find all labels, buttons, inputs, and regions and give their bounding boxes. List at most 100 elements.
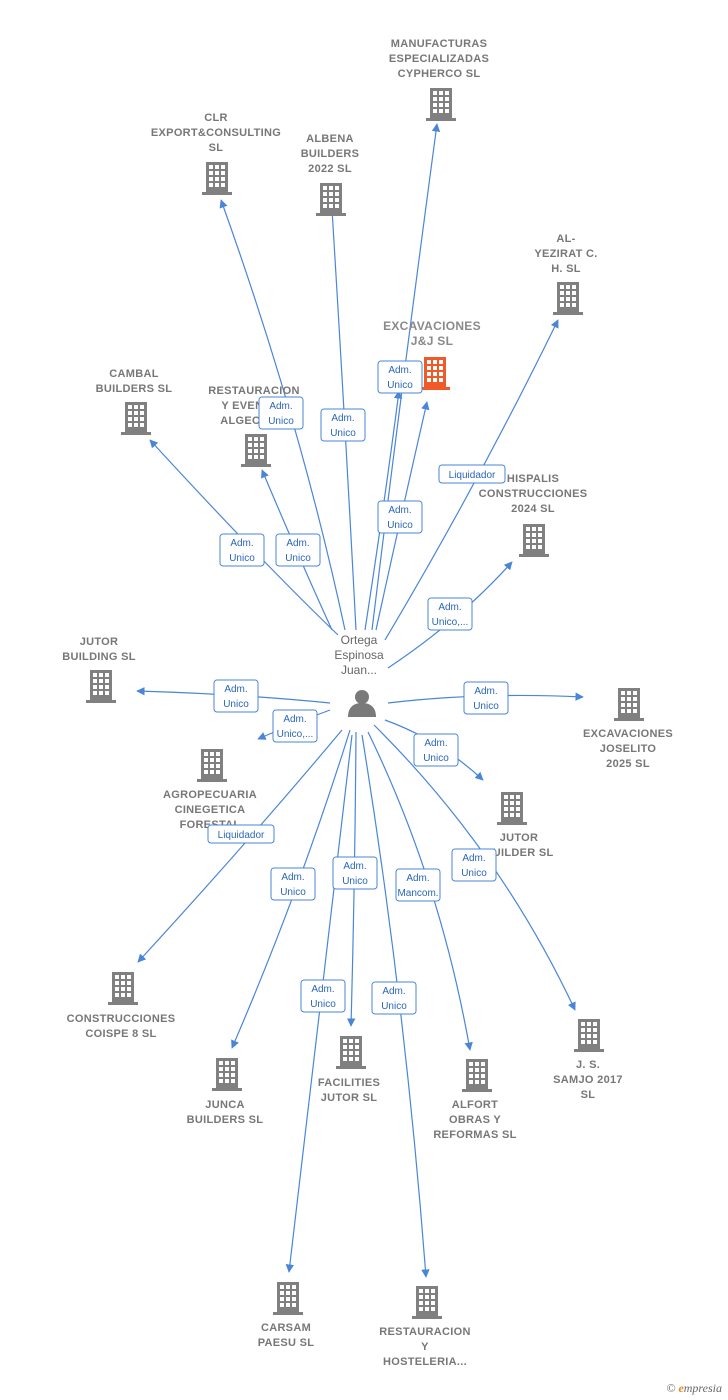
company-manufacturas[interactable]: MANUFACTURAS ESPECIALIZADAS CYPHERCO SL xyxy=(389,38,489,121)
role-badge-junca[interactable]: Adm.Unico xyxy=(270,867,316,901)
role-badge-jutor-builder[interactable]: Adm.Unico xyxy=(413,733,459,767)
role-text: Adm. xyxy=(474,686,497,697)
building-icon[interactable] xyxy=(212,1058,242,1091)
role-text: Unico xyxy=(223,699,249,710)
company-label: JUTOR SL xyxy=(321,1092,378,1104)
building-icon[interactable] xyxy=(614,688,644,721)
role-badge-carsam[interactable]: Adm.Unico xyxy=(300,979,346,1013)
role-text: Adm. xyxy=(388,505,411,516)
building-icon[interactable] xyxy=(426,88,456,121)
role-text: Unico xyxy=(310,999,336,1010)
building-icon[interactable] xyxy=(197,749,227,782)
company-label: BUILDING SL xyxy=(62,651,136,663)
company-junca[interactable]: JUNCA BUILDERS SL xyxy=(187,1058,264,1126)
building-icon[interactable] xyxy=(273,1282,303,1315)
role-badge-alfort[interactable]: Adm.Mancom. xyxy=(395,868,441,902)
company-label: H. SL xyxy=(551,263,581,275)
brand-rest: mpresia xyxy=(683,1381,722,1395)
role-badge-coispe[interactable]: Liquidador xyxy=(207,824,275,844)
building-icon[interactable] xyxy=(108,972,138,1005)
building-icon[interactable] xyxy=(420,357,450,390)
role-badge-samjo[interactable]: Adm.Unico xyxy=(451,848,497,882)
role-badge-box xyxy=(427,597,473,631)
company-alyezirat[interactable]: AL-YEZIRAT C.H. SL xyxy=(534,233,597,315)
company-label: JUTOR xyxy=(80,636,119,648)
company-label: CLR xyxy=(204,112,228,124)
company-label: SL xyxy=(581,1089,596,1101)
role-badge-hispalis[interactable]: Adm.Unico,... xyxy=(427,597,473,631)
role-badge-alyezirat[interactable]: Liquidador xyxy=(438,464,506,484)
role-badge-excavaciones-jj[interactable]: Adm.Unico xyxy=(377,500,423,534)
role-badge-excavaciones-joselito[interactable]: Adm.Unico xyxy=(463,681,509,715)
role-badge-box xyxy=(207,824,275,844)
company-label: REFORMAS SL xyxy=(433,1129,516,1141)
company-jutor-building[interactable]: JUTOR BUILDING SL xyxy=(62,636,136,703)
person-icon[interactable] xyxy=(348,690,376,717)
role-badge-facilities[interactable]: Adm.Unico xyxy=(332,856,378,890)
role-text: Liquidador xyxy=(449,470,496,481)
company-label: JUTOR xyxy=(500,832,539,844)
role-text: Liquidador xyxy=(218,830,265,841)
company-label: BUILDERS SL xyxy=(187,1114,264,1126)
role-badge-cambal[interactable]: Adm.Unico xyxy=(219,533,265,567)
role-text: Unico xyxy=(280,887,306,898)
building-icon[interactable] xyxy=(519,524,549,557)
company-label: SAMJO 2017 xyxy=(553,1074,623,1086)
company-label: BUILDERS xyxy=(301,148,360,160)
building-icon[interactable] xyxy=(202,162,232,195)
building-icon[interactable] xyxy=(336,1036,366,1069)
role-badge-clr[interactable]: Adm.Unico xyxy=(258,396,304,430)
company-label: YEZIRAT C. xyxy=(534,248,597,260)
role-badge-restauracion-eventos[interactable]: Adm.Unico xyxy=(275,533,321,567)
company-restauracion-hosteleria[interactable]: RESTAURACIONYHOSTELERIA... xyxy=(379,1286,470,1368)
role-badge-box xyxy=(275,533,321,567)
building-icon[interactable] xyxy=(412,1286,442,1319)
building-icon[interactable] xyxy=(121,402,151,435)
company-label: PAESU SL xyxy=(258,1337,315,1349)
company-label: JUNCA xyxy=(205,1099,244,1111)
person-label: Ortega xyxy=(341,633,378,647)
role-text: Unico xyxy=(342,876,368,887)
company-label: J. S. xyxy=(576,1059,600,1071)
role-text: Adm. xyxy=(424,738,447,749)
building-icon[interactable] xyxy=(86,670,116,703)
role-badge-jutor-building[interactable]: Adm.Unico xyxy=(213,679,259,713)
building-icon[interactable] xyxy=(553,282,583,315)
building-icon[interactable] xyxy=(497,792,527,825)
company-nodes: MANUFACTURAS ESPECIALIZADAS CYPHERCO SL CLR… xyxy=(62,38,673,1368)
company-label: RESTAURACION xyxy=(208,385,299,397)
role-badge-box xyxy=(213,679,259,713)
company-agropecuaria[interactable]: AGROPECUARIACINEGETICAFORESTAL xyxy=(163,749,257,831)
role-badge-restauracion-hosteleria[interactable]: Adm.Unico xyxy=(371,981,417,1015)
building-icon[interactable] xyxy=(574,1019,604,1052)
role-badge-albena[interactable]: Adm.Unico xyxy=(320,408,366,442)
company-label: 2025 SL xyxy=(606,758,650,770)
company-label: J&J SL xyxy=(411,334,453,348)
role-badge-manufacturas[interactable]: Adm.Unico xyxy=(377,360,423,394)
building-icon[interactable] xyxy=(316,183,346,216)
copyright-symbol: © xyxy=(666,1381,676,1395)
company-label: MANUFACTURAS xyxy=(391,38,487,50)
person-node[interactable]: OrtegaEspinosaJuan... xyxy=(334,633,384,717)
company-label: CYPHERCO SL xyxy=(398,68,481,80)
role-badge-box xyxy=(413,733,459,767)
building-icon[interactable] xyxy=(241,434,271,467)
role-badge-box xyxy=(463,681,509,715)
role-badge-box xyxy=(377,360,423,394)
company-label: EXPORT&CONSULTING xyxy=(151,127,281,139)
building-icon[interactable] xyxy=(462,1059,492,1092)
company-label: ESPECIALIZADAS xyxy=(389,53,489,65)
role-badge-agropecuaria[interactable]: Adm.Unico,... xyxy=(272,709,318,743)
